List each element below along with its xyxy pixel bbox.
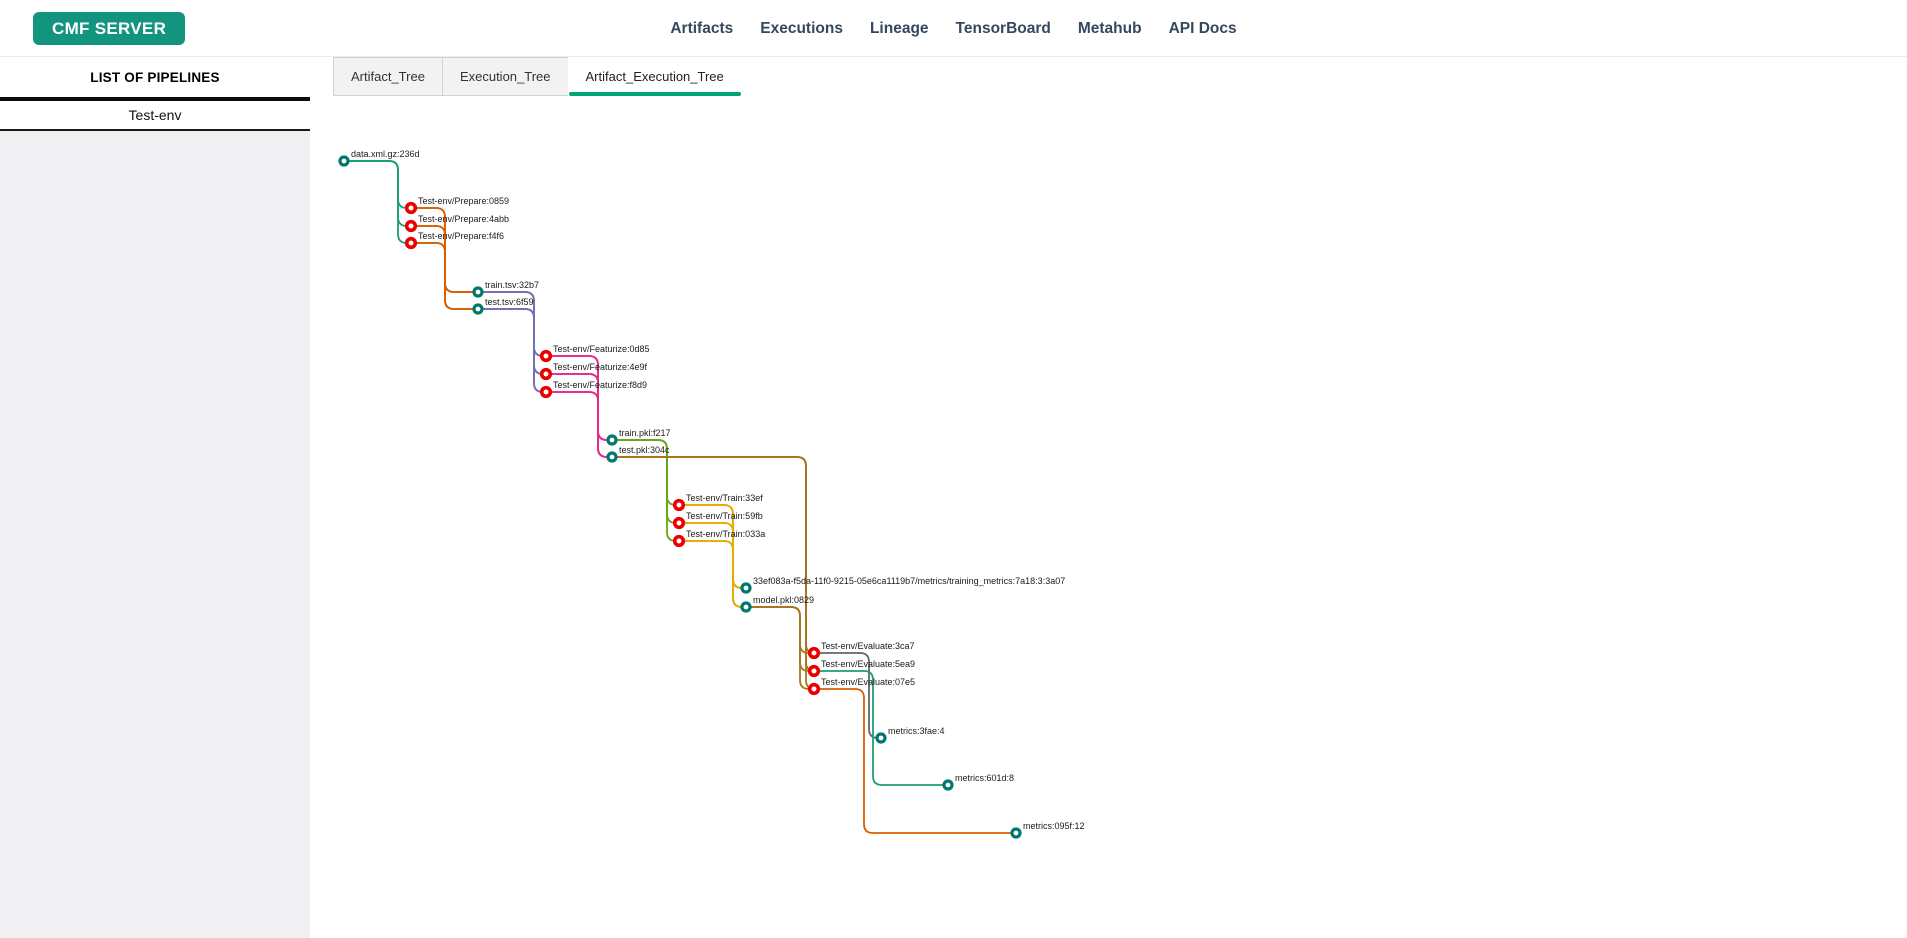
artifact-node[interactable] — [942, 779, 954, 791]
execution-node[interactable] — [672, 534, 686, 548]
nav-item-lineage[interactable]: Lineage — [869, 19, 929, 37]
artifact-node[interactable] — [875, 732, 887, 744]
nav-item-tensorboard[interactable]: TensorBoard — [955, 19, 1051, 37]
execution-node[interactable] — [539, 367, 553, 381]
tab-execution-tree[interactable]: Execution_Tree — [441, 57, 569, 96]
artifact-node[interactable] — [606, 434, 618, 446]
artifact-node[interactable] — [472, 303, 484, 315]
artifact-node[interactable] — [338, 155, 350, 167]
artifact-node[interactable] — [606, 451, 618, 463]
nav-item-api-docs[interactable]: API Docs — [1168, 19, 1237, 37]
main-content: Artifact_Tree Execution_Tree Artifact_Ex… — [310, 57, 1907, 938]
pipeline-item-test-env[interactable]: Test-env — [0, 101, 310, 131]
artifact-node[interactable] — [740, 601, 752, 613]
sidebar-empty-area — [0, 131, 310, 938]
nav-item-metahub[interactable]: Metahub — [1077, 19, 1142, 37]
execution-node[interactable] — [672, 516, 686, 530]
active-tab-underline — [568, 92, 741, 96]
artifact-node[interactable] — [472, 286, 484, 298]
tab-artifact-tree[interactable]: Artifact_Tree — [333, 57, 443, 96]
nav-item-executions[interactable]: Executions — [760, 19, 843, 37]
tab-artifact-execution-tree[interactable]: Artifact_Execution_Tree — [567, 57, 742, 96]
execution-node[interactable] — [807, 664, 821, 678]
execution-node[interactable] — [404, 201, 418, 215]
pipelines-sidebar: LIST OF PIPELINES Test-env — [0, 57, 310, 938]
main-nav: Artifacts Executions Lineage TensorBoard… — [670, 0, 1236, 57]
execution-node[interactable] — [807, 682, 821, 696]
execution-node[interactable] — [539, 349, 553, 363]
tree-tabbar: Artifact_Tree Execution_Tree Artifact_Ex… — [333, 57, 1907, 96]
execution-node[interactable] — [539, 385, 553, 399]
nav-item-artifacts[interactable]: Artifacts — [670, 19, 734, 37]
tab-label: Artifact_Execution_Tree — [585, 69, 724, 84]
pipelines-title: LIST OF PIPELINES — [90, 69, 220, 85]
pipelines-header: LIST OF PIPELINES — [0, 57, 310, 101]
artifact-node[interactable] — [740, 582, 752, 594]
artifact-node[interactable] — [1010, 827, 1022, 839]
execution-node[interactable] — [404, 236, 418, 250]
execution-node[interactable] — [807, 646, 821, 660]
execution-node[interactable] — [672, 498, 686, 512]
cmf-server-logo[interactable]: CMF SERVER — [33, 12, 186, 45]
top-header: CMF SERVER Artifacts Executions Lineage … — [0, 0, 1907, 57]
execution-node[interactable] — [404, 219, 418, 233]
